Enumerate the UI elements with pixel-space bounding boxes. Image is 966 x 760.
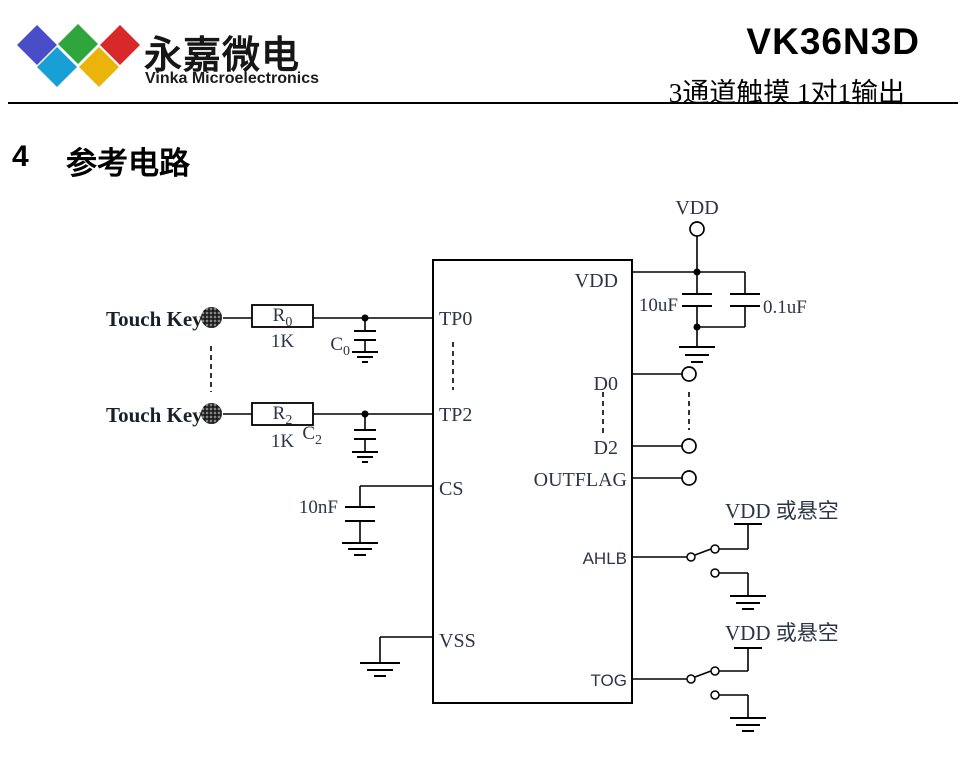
part-number: VK36N3D bbox=[746, 21, 920, 62]
ground-symbol bbox=[730, 595, 766, 610]
cs-capacitor-network bbox=[342, 485, 433, 556]
tog-option-label: VDD 或悬空 bbox=[725, 621, 839, 645]
pin-label-d2: D2 bbox=[593, 437, 618, 459]
vinka-logo-icon bbox=[17, 24, 140, 87]
r2-name: R bbox=[272, 403, 286, 424]
switch-lever bbox=[694, 548, 712, 556]
ground-symbol bbox=[730, 717, 766, 732]
resistor-r0 bbox=[251, 304, 314, 328]
d0-terminal-circle bbox=[681, 366, 697, 382]
pin-label-tp2: TP2 bbox=[439, 404, 473, 426]
ground-symbol bbox=[352, 351, 378, 363]
pin-label-ahlb: AHLB bbox=[582, 549, 627, 568]
pin-label-d0: D0 bbox=[593, 373, 618, 395]
logo-diamond-indigo bbox=[17, 25, 57, 65]
switch-contact-gnd bbox=[710, 690, 720, 700]
brand-name-en: Vinka Microelectronics bbox=[145, 70, 319, 87]
capacitor-c0 bbox=[354, 318, 376, 352]
c2-name: C bbox=[302, 423, 315, 444]
switch-contact-gnd bbox=[710, 568, 720, 578]
pin-label-outflag: OUTFLAG bbox=[533, 469, 627, 491]
r0-sub: 0 bbox=[285, 314, 293, 330]
switch-pole-circle bbox=[686, 552, 696, 562]
touch-key-label-2: Touch Key bbox=[106, 403, 203, 427]
logo-diamond-yellow bbox=[79, 47, 119, 87]
c2-sub: 2 bbox=[315, 432, 322, 448]
tp0-input-network bbox=[223, 304, 433, 363]
r2-sub: 2 bbox=[285, 412, 293, 428]
resistor-r0-label: R0 bbox=[252, 305, 313, 330]
vdd-supply-network bbox=[632, 221, 760, 363]
pin-label-cs: CS bbox=[439, 478, 464, 500]
resistor-r2-value: 1K bbox=[270, 431, 295, 452]
outflag-terminal-circle bbox=[681, 470, 697, 486]
logo-diamond-red bbox=[100, 25, 140, 65]
tog-select-switch bbox=[632, 647, 766, 732]
touch-pad-2-icon bbox=[201, 403, 222, 424]
cs-capacitor-value: 10nF bbox=[298, 497, 338, 518]
c0-name: C bbox=[330, 334, 343, 355]
r0-name: R bbox=[272, 305, 286, 326]
pin-label-vdd: VDD bbox=[574, 270, 618, 292]
capacitor-10uf bbox=[682, 272, 712, 327]
brand-name-cn: 永嘉微电 bbox=[144, 33, 301, 77]
ground-symbol bbox=[679, 346, 715, 363]
capacitor-0.1uf bbox=[730, 272, 760, 327]
resistor-r0-value: 1K bbox=[270, 331, 295, 352]
c0-sub: 0 bbox=[343, 343, 350, 359]
ground-symbol bbox=[342, 542, 378, 556]
ahlb-option-label: VDD 或悬空 bbox=[725, 499, 839, 523]
resistor-r2-label: R2 bbox=[252, 403, 313, 428]
bypass-cap-value: 0.1uF bbox=[763, 297, 807, 318]
vdd-terminal-circle bbox=[689, 221, 705, 237]
pin-label-tp0: TP0 bbox=[439, 308, 473, 330]
pin-label-tog: TOG bbox=[590, 671, 627, 690]
ic-body-outline bbox=[432, 259, 633, 704]
vss-ground-network bbox=[360, 636, 433, 677]
touch-key-label-1: Touch Key bbox=[106, 307, 203, 331]
header-rule bbox=[8, 102, 958, 104]
bulk-cap-value: 10uF bbox=[638, 295, 678, 316]
logo-diamond-cyan bbox=[37, 47, 77, 87]
switch-pole-circle bbox=[686, 674, 696, 684]
vdd-net-label: VDD bbox=[675, 197, 719, 219]
capacitor-c0-label: C0 bbox=[300, 334, 350, 359]
switch-contact-vdd bbox=[710, 666, 720, 676]
switch-lever bbox=[694, 670, 712, 678]
capacitor-c2-label: C2 bbox=[272, 423, 322, 448]
touch-pad-1-icon bbox=[201, 307, 222, 328]
d2-terminal-circle bbox=[681, 438, 697, 454]
pin-label-vss: VSS bbox=[439, 630, 476, 652]
ground-symbol bbox=[352, 451, 378, 463]
section-number: 4 bbox=[12, 140, 29, 173]
section-title: 参考电路 bbox=[66, 146, 190, 182]
ahlb-select-switch bbox=[632, 523, 766, 610]
ground-symbol bbox=[360, 662, 400, 677]
capacitor-c2 bbox=[354, 414, 376, 452]
logo-diamond-green bbox=[58, 24, 98, 64]
switch-contact-vdd bbox=[710, 544, 720, 554]
output-terminals bbox=[632, 366, 697, 486]
tp2-input-network bbox=[223, 402, 433, 463]
